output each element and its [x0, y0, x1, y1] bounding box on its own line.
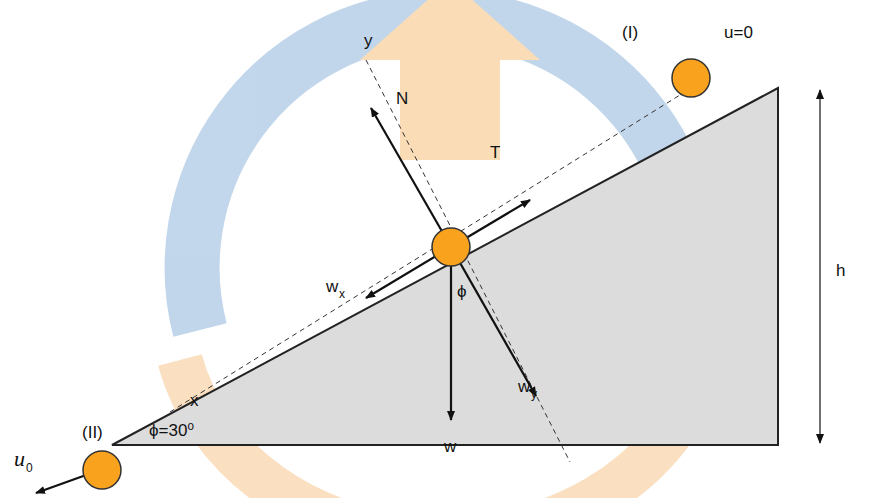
force-label: T	[490, 144, 500, 161]
axis-label: x	[190, 392, 199, 409]
angle-label: ϕ	[457, 283, 467, 300]
speed-symbol: u	[14, 448, 25, 470]
dimension-label: h	[836, 262, 845, 279]
subscript: x	[339, 288, 345, 300]
angle-label: ϕ=30⁰	[149, 422, 194, 439]
force-label: w	[444, 438, 456, 455]
point-label: (II)	[82, 424, 103, 441]
speed-label: u=0	[724, 24, 753, 41]
axis-label: y	[364, 32, 373, 49]
subscript: y	[531, 388, 537, 400]
force-label: N	[396, 90, 408, 107]
force-label: w	[326, 278, 338, 295]
force-label: w	[518, 378, 530, 395]
subscript: 0	[26, 462, 33, 474]
incline	[112, 88, 778, 445]
point-label: (I)	[622, 24, 638, 41]
